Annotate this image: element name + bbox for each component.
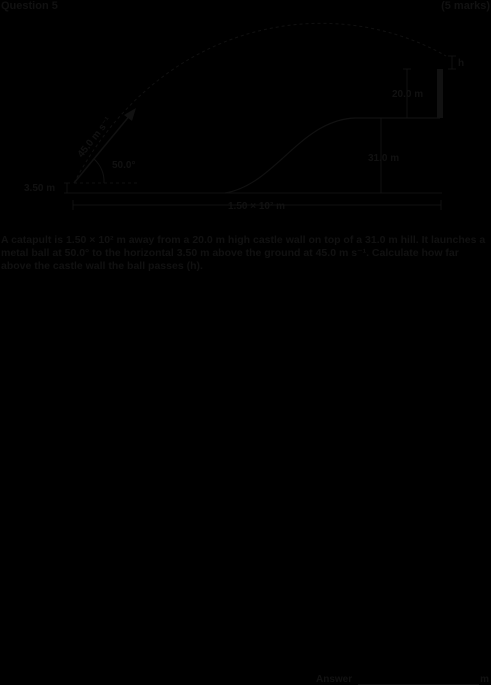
ball-trajectory xyxy=(73,22,447,184)
answer-unit: m xyxy=(480,674,489,685)
question-marks: (5 marks) xyxy=(441,0,490,12)
answer-row: Answer m xyxy=(316,674,489,685)
question-text: A catapult is 1.50 × 10² m away from a 2… xyxy=(1,234,486,272)
hill-height-label: 31.0 m xyxy=(368,153,399,164)
velocity-label: 45.0 m s⁻¹ xyxy=(76,115,115,160)
velocity-arrow xyxy=(73,113,132,184)
launch-height-label: 3.50 m xyxy=(24,183,55,194)
castle-wall xyxy=(437,69,443,118)
answer-label: Answer xyxy=(316,674,353,685)
angle-label: 50.0° xyxy=(112,160,135,171)
wall-height-label: 20.0 m xyxy=(392,89,423,100)
question-number: Question 5 xyxy=(1,0,58,12)
clearance-label: h xyxy=(458,58,464,69)
velocity-arrowhead xyxy=(124,108,136,121)
distance-label: 1.50 × 10² m xyxy=(228,201,285,212)
projectile-diagram: 45.0 m s⁻¹ 50.0° 3.50 m 20.0 m 31.0 m 1.… xyxy=(24,22,464,212)
hill-profile xyxy=(224,117,440,194)
angle-arc xyxy=(93,158,105,184)
